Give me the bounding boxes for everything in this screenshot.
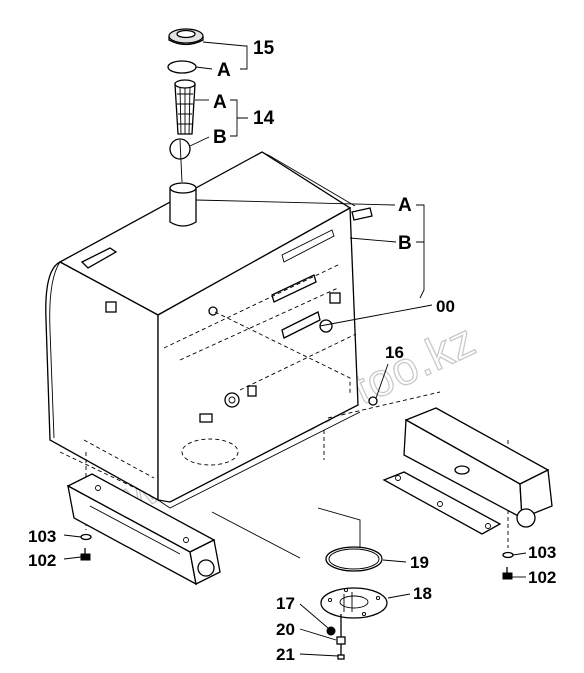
- bolt-102-left: [80, 548, 91, 561]
- label-00: 00: [436, 297, 455, 316]
- filler-neck: [169, 182, 197, 227]
- part-20: [336, 614, 346, 645]
- part-17: [326, 626, 336, 636]
- bolt-102-right: [502, 567, 513, 580]
- label-15: 15: [253, 38, 275, 59]
- label-18: 18: [413, 584, 432, 603]
- bolt-16: [368, 363, 389, 406]
- label-20: 20: [276, 620, 295, 639]
- label-103-right: 103: [528, 543, 556, 562]
- label-19: 19: [410, 553, 429, 572]
- label-102-right: 102: [528, 568, 556, 587]
- label-103-left: 103: [28, 527, 56, 546]
- label-b-top: B: [213, 127, 227, 148]
- tank-cap-part: [168, 28, 204, 46]
- label-a-right: A: [398, 195, 412, 216]
- o-ring-19: [325, 546, 383, 572]
- label-102-left: 102: [28, 551, 56, 570]
- strainer-part: [174, 79, 196, 135]
- left-support-bracket: [66, 473, 221, 586]
- label-16: 16: [385, 343, 404, 362]
- washer-103-right: [502, 551, 514, 559]
- label-a-top: A: [217, 60, 231, 81]
- washer-103-left: [80, 533, 92, 541]
- label-21: 21: [276, 645, 295, 664]
- right-support-bracket: [382, 407, 553, 535]
- label-b-right: B: [398, 233, 412, 254]
- part-21: [337, 644, 345, 660]
- hydraulic-tank: [45, 151, 373, 509]
- label-17: 17: [276, 594, 295, 613]
- o-ring-part: [167, 60, 197, 74]
- label-a-mid: A: [213, 92, 227, 113]
- label-14: 14: [253, 108, 275, 129]
- cover-plate-18: [320, 587, 388, 619]
